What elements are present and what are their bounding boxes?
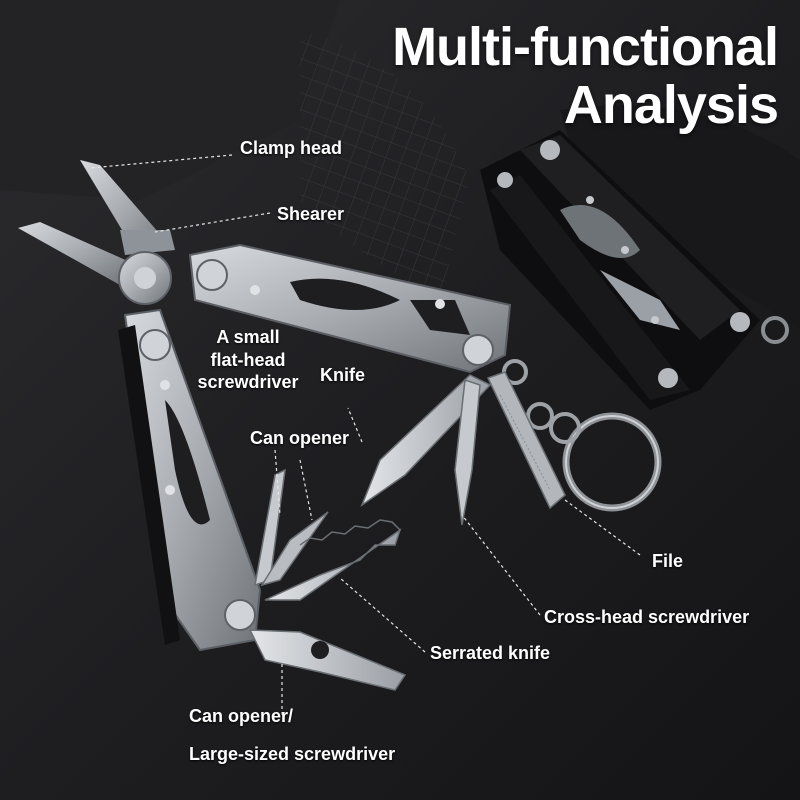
open-silver-multitool: [18, 160, 566, 691]
bag-fold: [0, 0, 340, 200]
lower-handle-screw: [139, 329, 171, 361]
title-line-1: Multi-functional: [392, 17, 779, 77]
label-small-flat-screwdriver: A small flat-head screwdriver: [188, 326, 308, 394]
pivot-bolt: [134, 267, 156, 289]
upper-handle-cutout: [290, 278, 400, 310]
rivet: [160, 380, 170, 390]
label-knife: Knife: [320, 365, 365, 385]
can-opener-blade: [260, 511, 329, 587]
label-can-opener-large-line-1: Can opener/: [189, 706, 294, 726]
callout-line-can-opener: [299, 459, 313, 521]
rivet: [165, 485, 175, 495]
label-serrated-knife: Serrated knife: [430, 643, 551, 663]
title-line-2: Analysis: [563, 75, 779, 135]
label-can-opener-large-line-2: Large-sized screwdriver: [189, 744, 396, 764]
label-small-flat-screwdriver-line-2: flat-head: [210, 349, 286, 370]
label-clamp-head: Clamp head: [240, 138, 343, 158]
callout-line-knife: [347, 407, 363, 443]
clamp-head-jaw-lower: [18, 222, 130, 285]
bottle-opener-hole: [311, 641, 329, 659]
callout-lines: [89, 154, 641, 715]
lower-handle-black-liner: [118, 325, 180, 645]
rivet: [250, 285, 260, 295]
upper-handle-cutout-2: [410, 300, 470, 335]
bag-strap: [560, 105, 800, 330]
serrated-knife-blade: [264, 528, 402, 601]
can-opener-large-screwdriver-blade: [248, 629, 407, 691]
shearer-blade: [120, 230, 175, 255]
callout-line-serrated-knife: [339, 577, 426, 653]
label-file: File: [652, 551, 684, 571]
lower-handle-end-screw: [224, 599, 256, 631]
mesh-pocket: [300, 30, 470, 300]
upper-handle-screw: [196, 259, 228, 291]
callout-line-small-flat-screwdriver: [274, 449, 281, 516]
label-cross-head-screwdriver: Cross-head screwdriver: [544, 607, 750, 627]
label-shearer: Shearer: [277, 204, 345, 224]
upper-handle-end-screw: [462, 334, 494, 366]
file-texture: [499, 394, 551, 491]
callout-line-shearer: [154, 212, 271, 233]
knife-blade: [360, 374, 492, 508]
cross-head-screwdriver-blade: [454, 378, 481, 526]
lower-handle-cutout: [165, 400, 210, 525]
serrated-edge: [299, 519, 401, 546]
label-small-flat-screwdriver-line-3: screwdriver: [197, 372, 299, 392]
file-blade: [486, 371, 566, 510]
rivet: [435, 299, 445, 309]
folded-black-multitool: [480, 130, 760, 410]
label-can-opener: Can opener: [250, 428, 350, 448]
label-small-flat-screwdriver-line-1: A small: [216, 327, 280, 347]
